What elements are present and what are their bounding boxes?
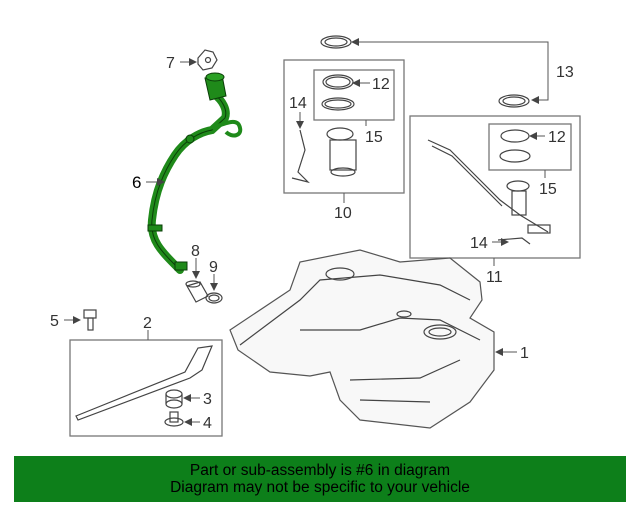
bracket-part-14-b[interactable] bbox=[497, 237, 531, 245]
insulator-part-3[interactable] bbox=[165, 389, 183, 409]
strap-assembly-box bbox=[69, 339, 223, 437]
filler-pipe-part-6[interactable] bbox=[147, 72, 243, 274]
hose-part-8[interactable] bbox=[185, 280, 209, 303]
parts-diagram: 7 6 8 9 5 2 3 4 1 14 12 15 10 13 12 15 1… bbox=[50, 35, 581, 437]
callout-12-a: 12 bbox=[372, 76, 390, 93]
callout-8: 8 bbox=[191, 243, 200, 260]
callout-15-b: 15 bbox=[539, 181, 557, 198]
callout-14-b: 14 bbox=[470, 235, 488, 252]
callout-7: 7 bbox=[166, 55, 175, 72]
callout-6: 6 bbox=[132, 173, 141, 192]
clamp-part-9[interactable] bbox=[205, 292, 223, 304]
callout-2: 2 bbox=[143, 315, 152, 332]
bolt-part-5[interactable] bbox=[83, 309, 97, 331]
callout-11: 11 bbox=[486, 269, 503, 286]
callout-12-b: 12 bbox=[548, 129, 566, 146]
banner-line-2: Diagram may not be specific to your vehi… bbox=[170, 479, 470, 496]
callout-9: 9 bbox=[209, 259, 218, 276]
callout-3: 3 bbox=[203, 391, 212, 408]
callout-15-a: 15 bbox=[365, 129, 383, 146]
gasket-part-13[interactable] bbox=[320, 35, 530, 108]
callout-10: 10 bbox=[334, 205, 352, 222]
callout-5: 5 bbox=[50, 313, 59, 330]
fuel-tank-part-1[interactable] bbox=[229, 249, 495, 429]
spacer-part-4[interactable] bbox=[164, 411, 184, 427]
callout-4: 4 bbox=[203, 415, 212, 432]
fuel-pump-module[interactable] bbox=[326, 127, 357, 177]
sender-unit[interactable] bbox=[427, 139, 551, 234]
callout-14-a: 14 bbox=[289, 95, 307, 112]
banner-line-1: Part or sub-assembly is #6 in diagram bbox=[189, 462, 451, 479]
bracket-part-14-a[interactable] bbox=[291, 129, 310, 184]
sender-box-11 bbox=[409, 115, 581, 259]
part-info-banner: Part or sub-assembly is #6 in diagram Di… bbox=[14, 456, 626, 502]
clip-part-7[interactable] bbox=[197, 49, 218, 71]
callout-13: 13 bbox=[556, 64, 574, 81]
callout-1: 1 bbox=[520, 345, 529, 362]
